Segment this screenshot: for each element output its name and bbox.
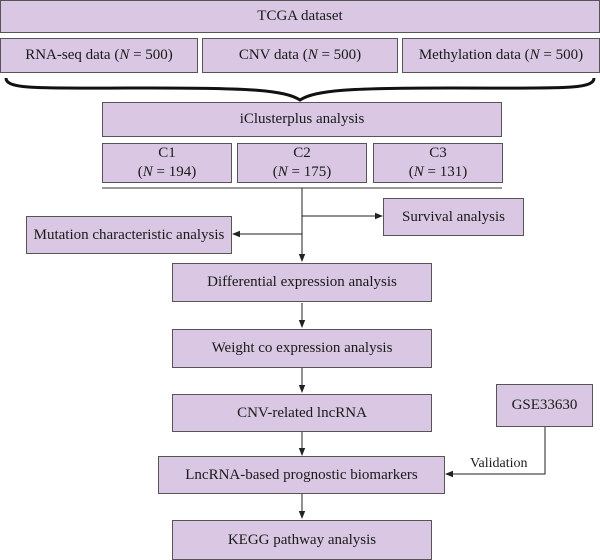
methylation-data-box: Methylation data (N = 500) bbox=[402, 38, 600, 73]
cnv-data-label: CNV data (N = 500) bbox=[238, 47, 362, 63]
differential-expression-box: Differential expression analysis bbox=[172, 263, 432, 302]
survival-analysis-box: Survival analysis bbox=[383, 198, 524, 236]
cluster-c3-title: C3 bbox=[429, 145, 447, 161]
cluster-c1-count: (N = 194) bbox=[137, 164, 197, 180]
tcga-dataset-label: TCGA dataset bbox=[257, 8, 343, 24]
cluster-c2-title: C2 bbox=[293, 145, 311, 161]
differential-expression-label: Differential expression analysis bbox=[207, 274, 397, 290]
cnv-data-box: CNV data (N = 500) bbox=[202, 38, 398, 73]
tcga-dataset-box: TCGA dataset bbox=[0, 0, 600, 33]
gse33630-box: GSE33630 bbox=[496, 384, 593, 427]
prognostic-biomarkers-box: LncRNA-based prognostic biomarkers bbox=[158, 456, 445, 494]
brace-connector bbox=[4, 77, 596, 102]
cnv-lncrna-box: CNV-related lncRNA bbox=[172, 394, 432, 432]
cluster-c3-box: C3 (N = 131) bbox=[373, 143, 503, 183]
kegg-pathway-label: KEGG pathway analysis bbox=[227, 531, 377, 548]
validation-label: Validation bbox=[470, 456, 528, 471]
survival-analysis-label: Survival analysis bbox=[402, 208, 505, 225]
cluster-c1-title: C1 bbox=[158, 145, 176, 161]
wgcna-box: Weight co expression analysis bbox=[172, 329, 432, 368]
rnaseq-data-box: RNA-seq data (N = 500) bbox=[0, 38, 198, 73]
cluster-c3-count: (N = 131) bbox=[408, 164, 468, 180]
prognostic-biomarkers-label: LncRNA-based prognostic biomarkers bbox=[185, 466, 418, 483]
icluster-analysis-label: iClusterplus analysis bbox=[239, 111, 365, 127]
mutation-analysis-label: Mutation characteristic analysis bbox=[33, 226, 225, 243]
cluster-c2-box: C2 (N = 175) bbox=[237, 143, 367, 183]
mutation-analysis-box: Mutation characteristic analysis bbox=[26, 216, 232, 254]
methylation-data-label: Methylation data (N = 500) bbox=[418, 47, 584, 63]
cnv-lncrna-label: CNV-related lncRNA bbox=[237, 404, 367, 421]
cluster-c2-count: (N = 175) bbox=[272, 164, 332, 180]
kegg-pathway-box: KEGG pathway analysis bbox=[172, 520, 432, 560]
gse33630-label: GSE33630 bbox=[511, 397, 578, 413]
rnaseq-data-label: RNA-seq data (N = 500) bbox=[25, 47, 173, 63]
validation-connector bbox=[445, 427, 546, 478]
icluster-analysis-box: iClusterplus analysis bbox=[102, 102, 502, 137]
wgcna-label: Weight co expression analysis bbox=[211, 340, 393, 356]
cluster-c1-box: C1 (N = 194) bbox=[102, 143, 232, 183]
